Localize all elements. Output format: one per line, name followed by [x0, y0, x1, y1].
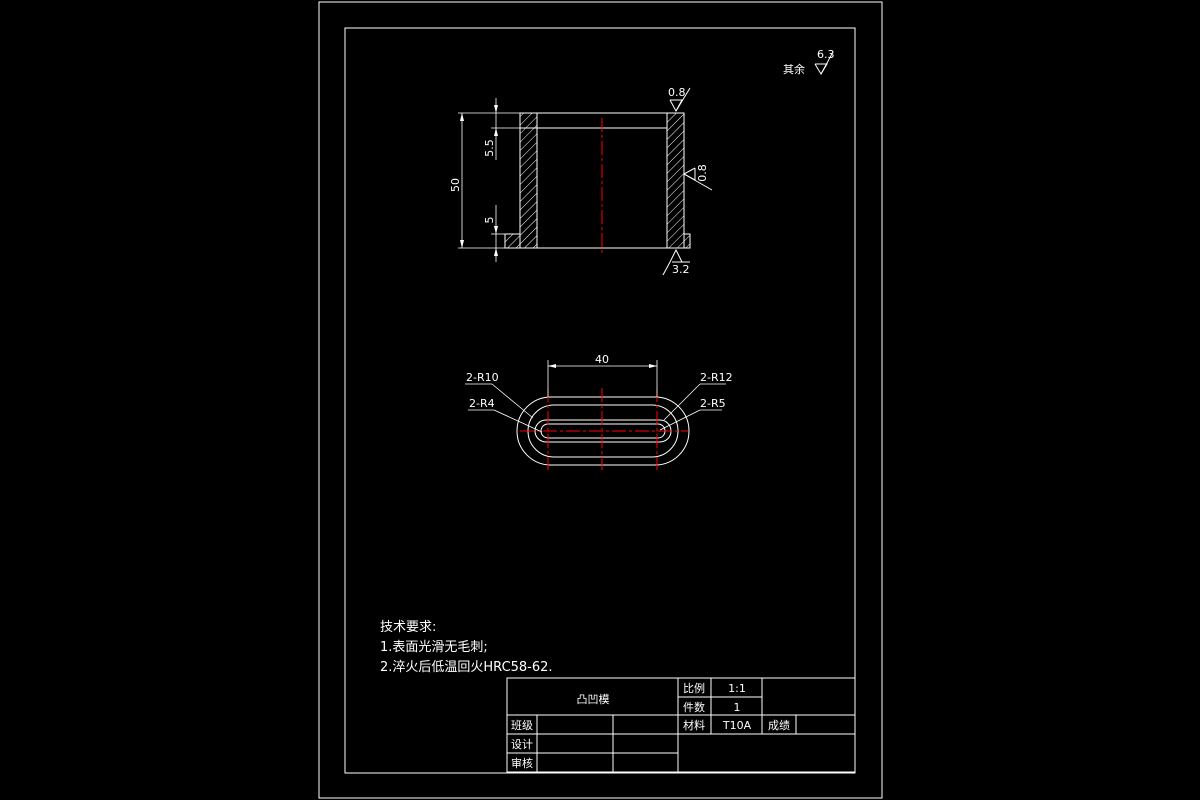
grade-label: 成绩 [768, 719, 790, 732]
callout-r10: 2-R10 [466, 371, 499, 384]
dim-bottom-step: 5 [483, 217, 496, 224]
section-view [458, 98, 691, 262]
callout-r5: 2-R5 [700, 397, 726, 410]
top-finish-value: 0.8 [668, 86, 686, 99]
title-block [506, 677, 856, 773]
qty-value: 1 [734, 701, 741, 714]
inner-frame [344, 27, 856, 774]
design-label: 设计 [511, 738, 533, 751]
top-finish-symbol [669, 87, 691, 113]
dim-top-depth: 5.5 [483, 139, 496, 157]
scale-value: 1:1 [728, 682, 746, 695]
general-finish-symbol [814, 51, 834, 75]
technical-requirements: 技术要求: 1.表面光滑无毛刺; 2.淬火后低温回火HRC58-62. [380, 618, 553, 678]
right-wall-section [666, 112, 685, 249]
scale-label: 比例 [683, 681, 705, 695]
part-name: 凸凹模 [577, 693, 610, 706]
outer-border [318, 1, 883, 799]
bottom-finish-symbol [662, 248, 690, 276]
qty-label: 件数 [683, 701, 705, 714]
class-label: 班级 [511, 719, 533, 732]
tech-note-2: 2.淬火后低温回火HRC58-62. [380, 660, 553, 675]
plan-view [465, 360, 726, 470]
general-finish-value: 6.3 [817, 48, 835, 61]
tech-note-1: 1.表面光滑无毛刺; [380, 640, 488, 655]
general-finish-label: 其余 [783, 62, 805, 76]
material-label: 材料 [683, 718, 705, 732]
bottom-finish-value: 3.2 [672, 263, 690, 276]
callout-r12: 2-R12 [700, 371, 733, 384]
callout-r4: 2-R4 [469, 397, 495, 410]
side-finish-value: 0.8 [696, 164, 709, 182]
side-finish-symbol [682, 167, 713, 191]
dim-total-height: 50 [449, 178, 462, 192]
review-label: 审核 [511, 756, 533, 770]
tech-notes-heading: 技术要求: [380, 620, 437, 635]
outer-profile [516, 396, 690, 466]
left-wall-section [519, 112, 538, 249]
dim-slot-length: 40 [595, 353, 609, 366]
material-value: T10A [722, 719, 752, 732]
